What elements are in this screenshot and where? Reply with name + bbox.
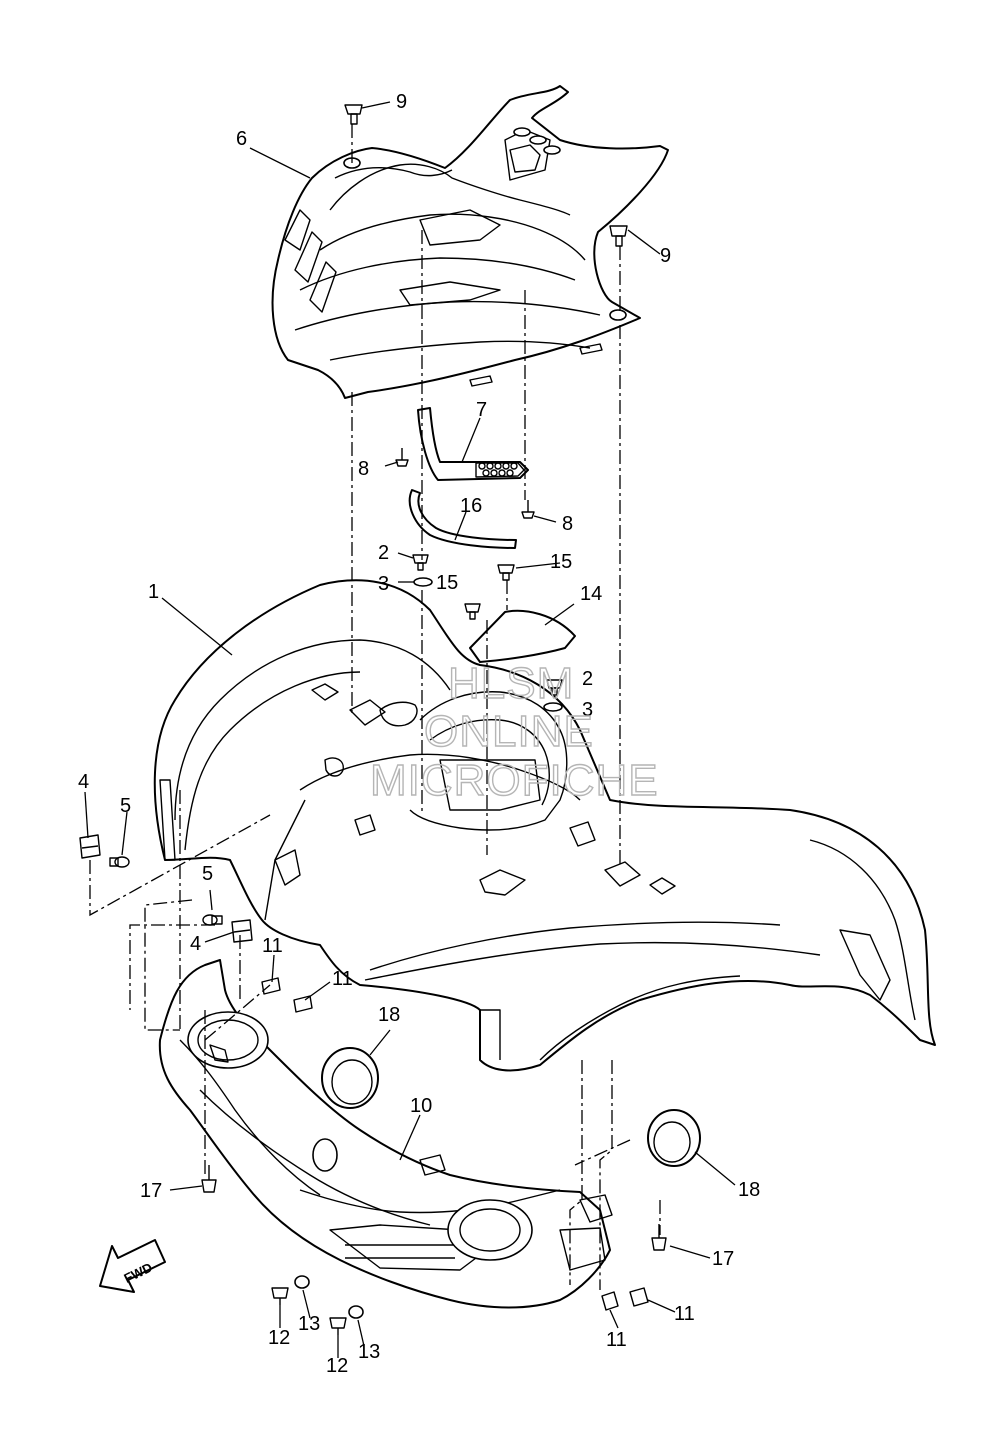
- leader-lines: [84, 101, 736, 1358]
- screw-8-left: [395, 448, 409, 467]
- washer-3-lower: [543, 702, 563, 712]
- callouts: 1 2 2 3 3 4 4 5 5 6 7 8 8 9 9 10 11 11 1…: [78, 91, 760, 1377]
- cover-plate-part-14: [469, 609, 576, 663]
- callout-17-left: 17: [140, 1180, 162, 1202]
- callout-10: 10: [410, 1095, 432, 1117]
- callout-8-left: 8: [358, 458, 369, 480]
- clip-4-upper: [79, 834, 101, 859]
- callout-9-right: 9: [660, 245, 671, 267]
- rivet-15-lower: [464, 603, 481, 620]
- callout-2-lower: 2: [582, 668, 593, 690]
- callout-2-upper: 2: [378, 542, 389, 564]
- callout-5-upper: 5: [120, 795, 131, 817]
- callout-3-upper: 3: [378, 573, 389, 595]
- screw-8-right: [521, 500, 535, 519]
- callout-15-lower: 15: [436, 572, 458, 594]
- front-fender-part-1: [153, 579, 936, 1072]
- washer-13-lower: [348, 1305, 364, 1319]
- callout-17-right: 17: [712, 1248, 734, 1270]
- callout-9-top: 9: [396, 91, 407, 113]
- fwd-arrow: FWD: [99, 1239, 166, 1293]
- callout-5-lower: 5: [202, 863, 213, 885]
- callout-16: 16: [460, 495, 482, 517]
- callout-18-upper: 18: [378, 1004, 400, 1026]
- bolt-9-top: [344, 104, 363, 125]
- callout-12-lower: 12: [326, 1355, 348, 1377]
- watermark-line-3: MICROFICHE: [370, 756, 659, 805]
- rivet-15-upper: [497, 564, 515, 581]
- watermark: HLSM ONLINE MICROFICHE: [369, 658, 659, 805]
- headlight-ring-part-18-right: [647, 1109, 701, 1167]
- callout-14: 14: [580, 583, 602, 605]
- top-cover-part-6: [271, 85, 669, 399]
- washer-13-upper: [294, 1275, 310, 1289]
- bolt-9-right: [609, 225, 628, 247]
- callout-4-lower: 4: [190, 933, 201, 955]
- assembly-lines: [89, 124, 661, 1290]
- callout-12-upper: 12: [268, 1327, 290, 1349]
- callout-13-upper: 13: [298, 1313, 320, 1335]
- callout-11-b: 11: [332, 968, 353, 990]
- callout-13-lower: 13: [358, 1341, 380, 1363]
- watermark-line-2: ONLINE: [424, 707, 594, 756]
- callout-11-a: 11: [262, 935, 283, 957]
- bolt-2-lower: [546, 679, 563, 696]
- callout-7: 7: [476, 399, 487, 421]
- watermark-line-1: HLSM: [448, 659, 574, 708]
- screw-5-upper: [109, 856, 130, 868]
- callout-6: 6: [236, 128, 247, 150]
- bolt-17-left: [201, 1165, 217, 1193]
- callout-1: 1: [148, 581, 159, 603]
- front-guard-part-10: [158, 959, 613, 1309]
- panel-part-7: [417, 407, 529, 481]
- bolt-17-right: [651, 1224, 667, 1251]
- screw-5-lower: [202, 914, 223, 926]
- rivet-11-c: [601, 1291, 619, 1311]
- trim-strip-part-16: [408, 489, 517, 549]
- callout-11-d: 11: [606, 1329, 627, 1351]
- callout-4-upper: 4: [78, 771, 89, 793]
- bolt-2-upper: [412, 554, 429, 571]
- callout-18-lower: 18: [738, 1179, 760, 1201]
- rivet-11-b: [293, 995, 313, 1013]
- callout-15-upper: 15: [550, 551, 572, 573]
- washer-3-upper: [413, 577, 433, 587]
- rivet-11-a: [261, 977, 281, 995]
- callout-11-c: 11: [674, 1303, 695, 1325]
- bolt-12-lower: [329, 1317, 347, 1335]
- rivet-11-d: [629, 1287, 649, 1307]
- callout-3-lower: 3: [582, 699, 593, 721]
- callout-8-right: 8: [562, 513, 573, 535]
- bolt-12-upper: [271, 1287, 289, 1305]
- headlight-ring-part-18-left: [321, 1047, 379, 1109]
- clip-4-lower: [231, 919, 253, 943]
